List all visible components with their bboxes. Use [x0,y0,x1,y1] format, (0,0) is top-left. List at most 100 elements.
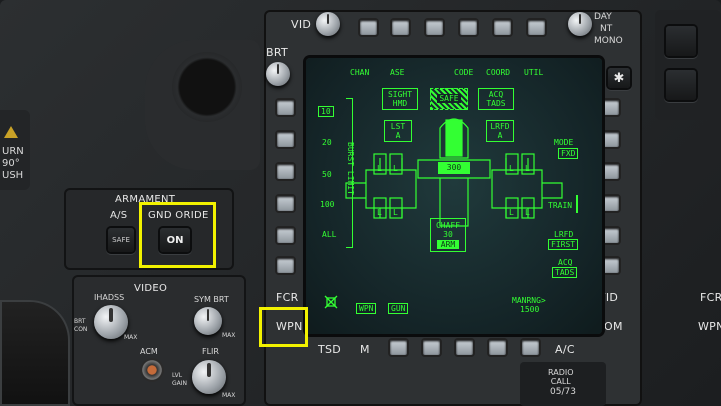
max1-label: MAX [124,334,138,341]
bezel-bottom-b5[interactable] [456,340,473,355]
gnd-oride-highlight [139,202,216,268]
mode-value: FXD [558,148,579,159]
wpn-far-button[interactable]: WPN [698,320,721,333]
com-button[interactable]: COM [596,320,623,333]
arrow-icon [4,126,18,138]
tsd-button[interactable]: TSD [318,343,342,356]
safe-label: SAFE [437,94,461,103]
sym-brt-label: SYM BRT [194,295,229,304]
bezel-right-r5[interactable] [602,228,619,243]
gun-tab: GUN [388,303,409,314]
sight-box: SIGHT HMD [382,88,418,110]
push-label: USH [2,170,24,181]
gnd-oride-label: GND ORIDE [148,210,209,221]
armament-panel [64,188,234,270]
radio-call-plate [520,362,606,406]
ac-button[interactable]: A/C [555,343,575,356]
safe-box: SAFE [430,88,468,110]
star-button[interactable]: ✱ [608,68,630,88]
code-label: CODE [454,68,474,77]
m-button[interactable]: M [360,343,370,356]
brt-con-label: BRT CON [74,318,88,333]
radio-call-label: RADIO CALL [548,368,574,386]
missile-l1: L [377,164,382,173]
lvl-gain-label: LVL GAIN [172,372,188,387]
acq-right-value: TADS [552,267,578,278]
brt-knob[interactable] [266,62,290,86]
wpn-button[interactable]: WPN [276,320,303,333]
missile-l5: L [509,164,514,173]
bezel-top-t5[interactable] [494,20,511,35]
deg-label: 90° [2,158,20,169]
right-upper-button-1[interactable] [666,26,696,56]
as-safe-button[interactable]: SAFE [108,228,134,252]
missile-l7: L [509,208,514,217]
bezel-left-l4[interactable] [277,196,294,211]
bezel-right-r2[interactable] [602,132,619,147]
manrng-label: MANRNG> [512,296,546,305]
bezel-top-t1[interactable] [360,20,377,35]
fcr-button[interactable]: FCR [276,291,299,304]
day-label: DAY [594,12,612,22]
bezel-top-t4[interactable] [460,20,477,35]
acq-box: ACQ TADS [478,88,514,110]
bezel-bottom-b7[interactable] [522,340,539,355]
bezel-right-r4[interactable] [602,196,619,211]
missile-l2: L [393,164,398,173]
mono-label: MONO [594,36,623,46]
acm-label: ACM [140,347,158,356]
as-label: A/S [110,210,128,221]
burst-100: 100 [320,200,335,209]
gnd-oride-button[interactable]: ON [160,228,190,252]
lst-value: A [395,131,401,140]
train-label: TRAIN [548,201,573,210]
sym-brt-knob[interactable] [194,307,222,335]
max2-label: MAX [222,332,236,339]
train-marker [576,195,578,213]
bezel-bottom-b4[interactable] [423,340,440,355]
ihadss-knob[interactable] [94,305,128,339]
burst-all: ALL [322,230,337,239]
chaff-label: CHAFF [435,221,461,230]
bezel-top-t3[interactable] [426,20,443,35]
mode-label: MODE [554,138,574,147]
lrfd-right-label: LRFD [554,230,574,239]
rounds-count: 300 [438,162,470,174]
right-upper-button-2[interactable] [666,70,696,100]
tads-label: TADS [486,99,506,108]
bezel-left-l2[interactable] [277,132,294,147]
acq-label: ACQ [488,90,504,99]
vid-knob-label: VID [291,18,312,31]
fcr-far-button[interactable]: FCR [700,291,721,304]
turn-label: URN [2,146,24,157]
bezel-right-r3[interactable] [602,164,619,179]
bezel-bottom-b6[interactable] [489,340,506,355]
lst-box: LST A [384,120,412,142]
mfd-screen: CHAN ASE CODE COORD UTIL SIGHT HMD SAFE … [306,58,602,334]
bezel-top-t6[interactable] [528,20,545,35]
armament-title: ARMAMENT [115,194,176,205]
burst-10: 10 [318,106,334,117]
bezel-left-l1[interactable] [277,100,294,115]
brt-knob-label: BRT [266,46,289,59]
max3-label: MAX [222,392,236,399]
bezel-top-t2[interactable] [392,20,409,35]
burst-20: 20 [322,138,332,147]
bezel-left-l5[interactable] [277,228,294,243]
manrng-value: 1500 [520,305,540,314]
acm-switch[interactable] [140,358,164,382]
bezel-right-r6[interactable] [602,258,619,273]
bezel-right-r1[interactable] [602,100,619,115]
bezel-left-l3[interactable] [277,164,294,179]
radio-call-number: 05/73 [550,387,576,397]
flir-knob[interactable] [192,360,226,394]
left-gauge [0,300,70,406]
bezel-left-l6[interactable] [277,258,294,273]
vid-knob[interactable] [316,12,340,36]
vid-button[interactable]: VID [598,291,619,304]
bezel-bottom-b3[interactable] [390,340,407,355]
nav-cross-icon [324,295,338,309]
flir-label: FLIR [202,347,219,356]
round-socket [172,52,242,122]
day-knob[interactable] [568,12,592,36]
